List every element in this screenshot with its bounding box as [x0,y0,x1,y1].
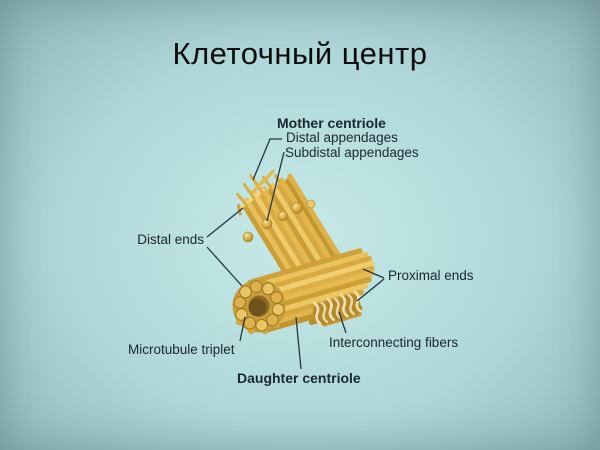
distal-ends-pointer-lower [206,246,243,287]
interconnecting-fibers-pointer [338,311,347,334]
appendage-spheres [242,199,316,243]
label-microtubule-triplet: Microtubule triplet [128,342,235,357]
proximal-ends-pointer-lower [356,278,385,302]
microtubule-triplet-ring-face [232,279,286,335]
interconnecting-fibers-illustration [312,290,362,326]
label-proximal-ends: Proximal ends [388,268,474,283]
subdistal-appendages-pointer [266,151,285,222]
microtubule-triplet-pointer [239,316,246,342]
rod-end-cap [306,199,316,209]
proximal-ends-pointer-upper [362,268,385,279]
mother-centriole-illustration [236,169,347,287]
connector-lines [206,138,385,370]
distal-appendages-pointer [252,138,282,181]
label-mother-centriole: Mother centriole [277,115,386,131]
subdistal-appendage-sphere [242,231,254,243]
label-subdistal-appendages: Subdistal appendages [285,145,419,160]
label-distal-ends: Distal ends [137,232,204,247]
daughter-centriole-pointer [295,316,302,370]
label-distal-appendages: Distal appendages [286,130,398,145]
slide-title: Клеточный центр [172,36,428,71]
label-interconnecting-fibers: Interconnecting fibers [329,335,459,350]
distal-appendage-sphere [291,202,303,214]
label-daughter-centriole: Daughter centriole [237,370,361,386]
distal-ends-pointer-upper [206,207,244,238]
distal-appendage-sphere [277,210,289,222]
